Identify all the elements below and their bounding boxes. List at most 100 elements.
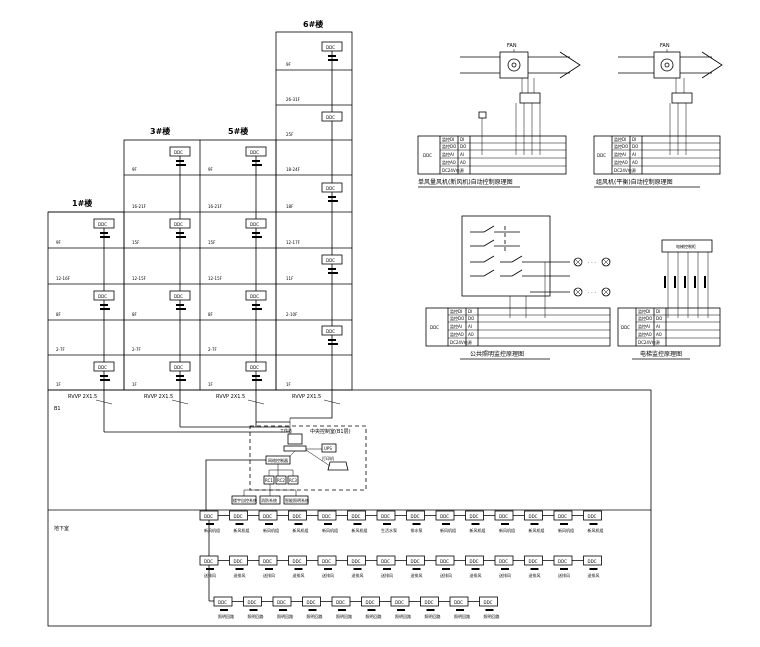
building-label-5: 5#楼 (228, 126, 248, 136)
ddc-box (390, 596, 410, 607)
floor-label: 16-21F (208, 204, 223, 209)
floor-label: 1F (208, 382, 214, 387)
table-code: DO (468, 316, 474, 321)
ddc-equipment-label: 送排风 (470, 572, 482, 578)
ddc-equipment-label: 新风机组 (293, 527, 309, 533)
interface-label: 消防系统 (261, 497, 277, 503)
ddc-box (449, 596, 469, 607)
ddc-equipment-label: 照明回路 (484, 613, 500, 619)
table-code: AO (632, 160, 638, 165)
table-row-label: 监控AI (450, 323, 462, 329)
ddc-note-mark (471, 568, 480, 570)
ddc-label: DDC (174, 294, 183, 299)
table-row-label: 监控AI (442, 151, 454, 157)
ddc-box (245, 146, 267, 157)
ddc-note-mark (353, 568, 362, 570)
ddc-equipment-label: 照明回路 (454, 613, 470, 619)
ddc-label: DDC (588, 514, 597, 519)
ddc-note-mark (501, 568, 509, 570)
floor-labels-col4: 9F 26-31F 25F 18-24F 18F 12-17F 11F 2-10… (286, 62, 301, 387)
floor-label: 2-10F (286, 312, 298, 317)
table-row-label: 监控DO (442, 143, 456, 149)
ddc-note-mark (442, 523, 450, 525)
ddc-note-mark (235, 523, 244, 525)
ddc-box (272, 596, 292, 607)
ddc-box (317, 555, 337, 566)
ddc-note-mark (560, 523, 568, 525)
ddc-box (494, 555, 514, 566)
ddc-box (435, 510, 455, 521)
ddc-label: DDC (326, 45, 335, 50)
riser-ddc-boxes: DDC DDC DDC DDC DDC DDC DDC DDC DDC DDC … (93, 41, 343, 372)
lamp-icon (601, 287, 611, 297)
table-code: AI (632, 152, 636, 157)
cable-label: RVVP 2X1.5 (292, 394, 321, 400)
table-row-label: 监控DI (614, 136, 626, 142)
ddc-equipment-label: 生活水泵 (381, 527, 397, 533)
ddc-box (169, 290, 191, 301)
floor-label: 12-15F (208, 276, 223, 281)
ddc-note-mark (530, 568, 539, 570)
table-ddc: DDC (430, 325, 439, 330)
table-code: AI (468, 324, 472, 329)
ddc-note-mark (383, 523, 391, 525)
ddc-label: DDC (440, 559, 449, 564)
floor-label: 2-7F (208, 347, 218, 352)
ddc-label: DDC (98, 222, 107, 227)
ddc-box (321, 182, 343, 193)
elevator-diagram: 电梯控制柜 (661, 239, 713, 318)
ddc-label: DDC (588, 559, 597, 564)
ddc-box (243, 596, 262, 607)
ddc-label: DDC (234, 559, 243, 564)
ddc-box (376, 555, 396, 566)
lighting-diagram: · · · · · · (461, 215, 611, 318)
ddc-label: DDC (250, 222, 259, 227)
floor-label: 18-24F (286, 167, 301, 172)
ddc-label: DDC (204, 559, 213, 564)
ddc-label: DDC (293, 559, 302, 564)
table-row-label: 监控DO (450, 315, 464, 321)
ddc-label: DDC (395, 600, 404, 605)
ddc-note-mark (589, 523, 598, 525)
floor-label: 15F (132, 240, 140, 245)
interface-label: 智能照明系统 (285, 497, 309, 503)
ddc-box (245, 361, 267, 372)
ddc-label: DDC (440, 514, 449, 519)
building-label-6: 6#楼 (303, 19, 323, 29)
ddc-note-mark (265, 568, 273, 570)
ddc-box (229, 555, 248, 566)
ddc-box (321, 111, 343, 122)
elevator-panel-label: 电梯控制柜 (676, 243, 696, 249)
cable-label: RVVP 2X1.5 (216, 394, 245, 400)
ddc-label: DDC (366, 600, 375, 605)
floor-label: 2-7F (56, 347, 66, 352)
ddc-label: DDC (454, 600, 463, 605)
table-row-label: 监控DO (638, 315, 652, 321)
diagram-title: 电梯监控原理图 (640, 350, 682, 358)
table-code: DI (460, 137, 464, 142)
elevator-point-table: DDC 监控DI 监控DO 监控AI 监控AO DC24V电源 DI DO AI… (617, 307, 721, 360)
floor-label: 9F (56, 240, 62, 245)
ddc-equipment-label: 新风机组 (558, 527, 574, 533)
table-code: DI (468, 309, 472, 314)
fan-single-point-table: DDC 监控DI 监控DO 监控AI 监控AO DC24V电源 DI DO AI… (417, 135, 567, 188)
ddc-note-mark (412, 568, 421, 570)
ddc-note-mark (412, 523, 421, 525)
table-code: DO (632, 144, 638, 149)
ddc-equipment-label: 新风机组 (499, 527, 515, 533)
floor-labels-col3: 9F 16-21F 15F 12-15F 8F 2-7F 1F (208, 167, 223, 387)
ddc-label: DDC (204, 514, 213, 519)
floor-label: 26-31F (286, 97, 301, 102)
ddc-note-mark (324, 568, 332, 570)
ddc-equipment-label: 送排风 (204, 572, 216, 578)
floor-labels-col2: 9F 16-21F 15F 12-15F 8F 2-7F 1F (132, 167, 147, 387)
ddc-label: DDC (263, 514, 272, 519)
floor-labels-col1: 9F 12-16F 8F 2-7F 1F (56, 240, 71, 387)
floor-label: 1F (132, 382, 138, 387)
ddc-note-mark (442, 568, 450, 570)
ddc-box (553, 510, 573, 521)
ddc-box (93, 218, 115, 229)
floor-label: 25F (286, 132, 294, 137)
ddc-equipment-label: 照明回路 (336, 613, 352, 619)
table-row-label: 监控DI (638, 308, 650, 314)
